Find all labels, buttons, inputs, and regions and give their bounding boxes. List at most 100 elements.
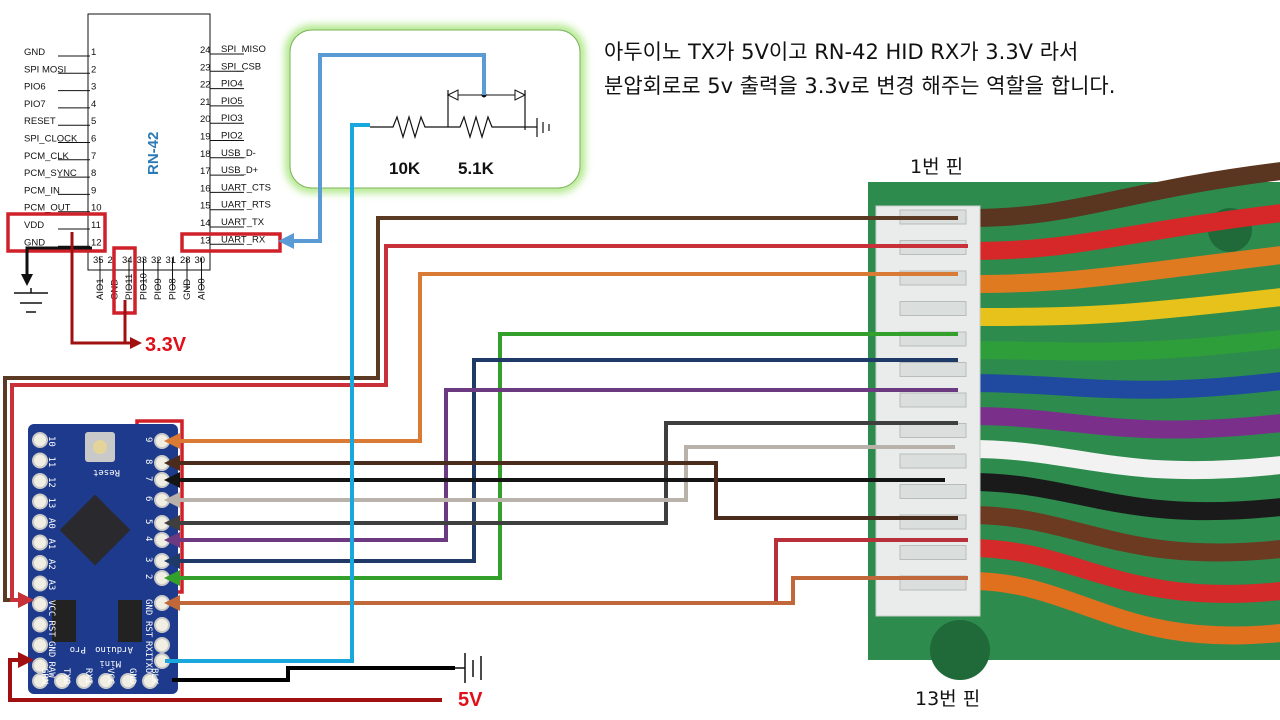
- connector-slot: [899, 423, 967, 438]
- rn42-pin-number: 5: [91, 116, 96, 127]
- rn42-pin-number: 24: [200, 45, 211, 56]
- header-pin: [32, 637, 48, 653]
- arduino-pin-label: 13: [46, 498, 56, 509]
- arduino-pin-label: 2: [143, 574, 153, 579]
- reset-label: Reset: [93, 467, 120, 477]
- photo-wire-bundle: [969, 162, 1280, 645]
- rn42-pin-name: PIO11: [124, 274, 135, 300]
- photo-wire: [969, 572, 1280, 645]
- rn42-pin-number: 6: [91, 134, 96, 145]
- rn42-pin-number: 2: [108, 255, 113, 266]
- wire: [164, 421, 958, 531]
- arduino-pin-label: A2: [46, 559, 56, 570]
- photo-wire: [969, 440, 1280, 480]
- header-pin: [32, 452, 48, 469]
- rn42-pin-number: 35: [93, 255, 104, 266]
- rn42-pin-name: PCM_IN: [24, 185, 60, 196]
- rn42-pin-name: PCM_OUT: [24, 203, 71, 214]
- connector-slot: [899, 362, 967, 377]
- photo-wire: [969, 473, 1280, 521]
- wire: [164, 332, 958, 586]
- highlight-vdd-gnd: [6, 212, 107, 253]
- rn42-pin-name: USB_D-: [221, 148, 256, 159]
- arduino-pin-label: TXO: [143, 657, 153, 673]
- resistor-network: [370, 90, 550, 140]
- rn42-pin-number: 20: [200, 114, 211, 125]
- header-pin: [120, 673, 136, 689]
- arduino-pin-label: 7: [143, 476, 153, 481]
- connector-slot: [899, 301, 967, 316]
- rn42-pin-name: SPI MOSI: [24, 64, 66, 75]
- header-pin: [154, 532, 170, 548]
- rn42-pin-name: AIO1: [95, 278, 106, 300]
- rn42-pin-number: 1: [91, 47, 96, 58]
- rn42-pin-number: 21: [200, 97, 211, 108]
- arduino-pin-label: RST: [46, 621, 56, 638]
- rn42-pin-number: 13: [200, 235, 211, 246]
- arduino-pin-label: 6: [143, 496, 153, 501]
- rn42-pin-number: 33: [137, 255, 148, 266]
- header-pin: [32, 432, 48, 448]
- arrow-icon: [446, 89, 527, 101]
- rn42-pin-name: UART_CTS: [221, 182, 271, 193]
- photo-wire: [969, 330, 1280, 361]
- arduino-pin-label: 3: [143, 557, 153, 562]
- rn42-pin-number: 2: [91, 64, 96, 75]
- rn42-pin-name: UART_RX: [221, 234, 266, 245]
- header-pin: [154, 595, 170, 611]
- wire: [164, 576, 968, 611]
- rn42-pin-number: 10: [91, 203, 102, 214]
- header-pin: [32, 575, 48, 592]
- wire: [164, 455, 958, 520]
- rn42-pin-number: 15: [200, 201, 211, 212]
- rn42-pin-name: PIO10: [139, 273, 150, 300]
- arduino-pin-label: GND: [143, 599, 153, 615]
- wire: [165, 123, 370, 663]
- rn42-pin-name: PIO4: [221, 79, 243, 90]
- header-pin: [76, 673, 92, 689]
- header-pin: [154, 492, 170, 508]
- rn42-pin-number: 22: [200, 80, 211, 91]
- rn42-pin-number: 7: [91, 151, 96, 162]
- rn42-pin-number: 34: [122, 255, 133, 266]
- ground-icon: [14, 288, 48, 313]
- ground-battery-icon: [455, 653, 482, 683]
- rn42-pin-name: USB_D+: [221, 165, 259, 176]
- header-pin: [154, 515, 170, 531]
- rn42-pin-number: 4: [91, 99, 96, 110]
- wire: [164, 445, 955, 508]
- arduino-pin-label: GND: [46, 641, 56, 657]
- rn42-pin-number: 32: [151, 255, 162, 266]
- header-pin: [32, 673, 48, 689]
- wire: [164, 272, 958, 449]
- rn42-pin-number: 19: [200, 132, 211, 143]
- header-pin: [154, 570, 170, 586]
- wire: [10, 244, 968, 608]
- voltage-3v3-label: 3.3V: [145, 334, 187, 356]
- arduino-pin-label: 11: [46, 457, 56, 468]
- chip-name: RN-42: [145, 132, 162, 175]
- photo-wire: [969, 162, 1280, 227]
- header-pin: [32, 616, 48, 633]
- photo-wire: [969, 539, 1280, 603]
- rn42-pin-number: 14: [200, 218, 211, 229]
- rn42-pin-number: 31: [166, 255, 177, 266]
- connector-pin1-label: 1번 핀: [910, 156, 964, 178]
- header-pin: [32, 514, 48, 530]
- header-pin: [32, 473, 48, 489]
- connector-slot: [899, 484, 967, 499]
- rn42-pin-number: 16: [200, 183, 211, 194]
- arduino-pin-label: RXI: [143, 641, 153, 657]
- arduino-pin-label: 9: [143, 437, 153, 442]
- arduino-pin-label: A3: [46, 580, 56, 591]
- rn42-pin-name: PIO3: [221, 113, 243, 124]
- board-name-3: Mini: [99, 658, 121, 668]
- regulator: [118, 600, 142, 642]
- arduino-pin-label: RXI: [83, 668, 93, 684]
- arduino-pin-label: A0: [46, 518, 56, 529]
- board-name-2: Pro: [70, 644, 86, 654]
- connector-pin13-label: 13번 핀: [915, 688, 981, 710]
- photo-wire: [969, 288, 1280, 326]
